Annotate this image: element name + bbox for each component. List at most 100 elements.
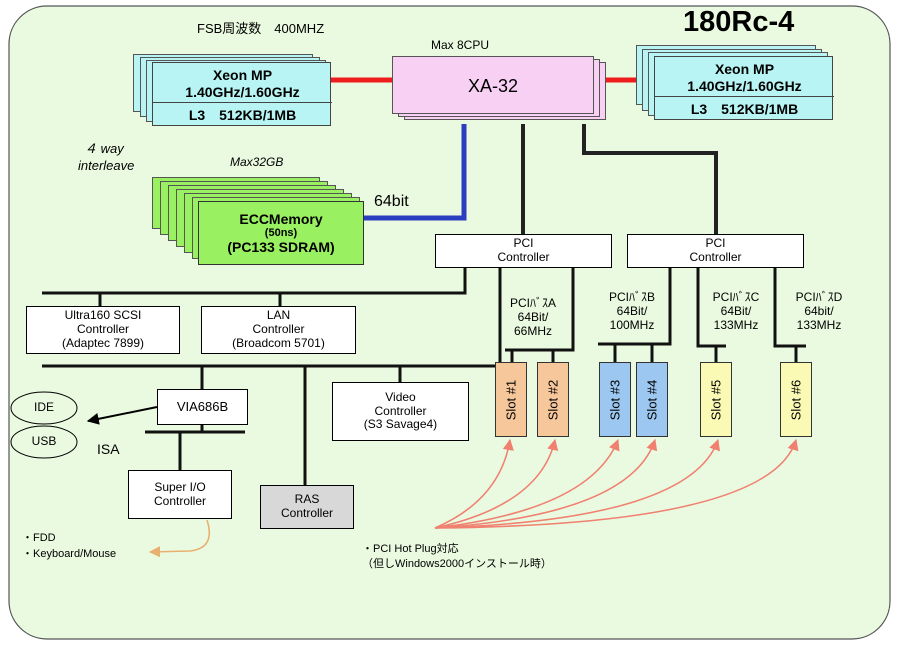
cpu-right-name: Xeon MP <box>714 61 775 78</box>
cpu-right: Xeon MP 1.40GHz/1.60GHz L3 512KB/1MB <box>654 56 834 120</box>
keyboard-arrow <box>148 519 211 558</box>
slot-2-label: Slot #2 <box>545 379 561 420</box>
hotplug-arrow-slot2 <box>434 438 559 529</box>
lan-line-1: LAN <box>266 308 291 323</box>
cpu-left-name: Xeon MP <box>212 67 273 84</box>
bus-b-name: PCIﾊﾞｽB <box>608 290 655 305</box>
max-mem-label: Max32GB <box>230 155 284 169</box>
video-controller: Video Controller (S3 Savage4) <box>332 382 469 441</box>
hotplug-line-1: ・PCI Hot Plug対応 <box>362 543 459 555</box>
cpu-left-cache: L3 512KB/1MB <box>188 106 297 123</box>
cpu-right-freq: 1.40GHz/1.60GHz <box>687 77 802 94</box>
bus-c-name: PCIﾊﾞｽC <box>712 290 760 305</box>
bus-c-width: 64Bit/ <box>720 304 752 319</box>
memory-type: (PC133 SDRAM) <box>227 239 335 256</box>
bus-d-speed: 133MHz <box>796 317 842 332</box>
hotplug-arrow-slot4 <box>434 438 658 529</box>
fdd-note: ・FDD <box>22 532 56 544</box>
bus-b-speed: 100MHz <box>609 317 655 332</box>
bus-b-width: 64Bit/ <box>616 304 648 319</box>
scsi-line-1: Ultra160 SCSI <box>64 308 142 323</box>
pci1-to-scsi-bus <box>42 268 467 295</box>
model-title: 180Rc-4 <box>683 6 795 38</box>
cpu-left: Xeon MP 1.40GHz/1.60GHz L3 512KB/1MB <box>152 62 332 126</box>
video-line-2: Controller <box>374 403 427 418</box>
max-cpu-label: Max 8CPU <box>431 38 490 52</box>
link-xa-pci2 <box>582 124 718 234</box>
interleave-line-1: ４ way <box>84 141 124 156</box>
bus-a-name: PCIﾊﾞｽA <box>509 296 556 311</box>
video-line-3: (S3 Savage4) <box>363 417 438 432</box>
xa32-label: XA-32 <box>467 75 519 96</box>
scsi-line-2: Controller <box>76 322 130 337</box>
keyboard-note: ・Keyboard/Mouse <box>22 548 117 560</box>
pci-slot-2: Slot #2 <box>537 362 569 437</box>
lan-line-2: Controller <box>252 322 305 337</box>
memory-bus-label: 64bit <box>374 193 409 210</box>
ide-label: IDE <box>33 400 54 415</box>
superio-line-2: Controller <box>153 493 207 508</box>
bus-a-speed: 66MHz <box>513 323 552 338</box>
bus-d-name: PCIﾊﾞｽD <box>795 290 843 305</box>
xa32-chipset: XA-32 <box>392 56 594 114</box>
pci-controller-2-line-1: PCI <box>705 236 726 251</box>
pci-slot-1: Slot #1 <box>495 362 527 437</box>
hotplug-arrow-slot6 <box>434 438 799 529</box>
ecc-memory: ECCMemory (50ns) (PC133 SDRAM) <box>198 201 364 265</box>
hotplug-arrow-slot3 <box>434 438 620 529</box>
pci-slot-5: Slot #5 <box>700 362 732 437</box>
cpu-left-freq: 1.40GHz/1.60GHz <box>185 83 300 100</box>
usb-ellipse <box>10 425 78 459</box>
slot-1-label: Slot #1 <box>503 379 519 420</box>
memory-name: ECCMemory <box>239 210 323 227</box>
pci1-to-bus-a <box>505 268 575 352</box>
scsi-line-3: (Adaptec 7899) <box>61 335 145 350</box>
bus-b-label: PCIﾊﾞｽB 64Bit/ 100MHz <box>596 287 668 337</box>
via686b-label: VIA686B <box>176 398 229 414</box>
fsb-label: FSB周波数 400MHZ <box>197 21 325 36</box>
lan-controller: LAN Controller (Broadcom 5701) <box>201 306 356 354</box>
bus-c-label: PCIﾊﾞｽC 64Bit/ 133MHz <box>698 287 774 337</box>
slot-5-label: Slot #5 <box>708 379 724 420</box>
pci-controller-1-line-1: PCI <box>513 236 534 251</box>
pci-slot-3: Slot #3 <box>599 362 631 437</box>
bus-c-speed: 133MHz <box>713 317 759 332</box>
pci-slot-6: Slot #6 <box>780 362 812 437</box>
bus-d-label: PCIﾊﾞｽD 64bit/ 133MHz <box>781 287 857 337</box>
interleave-label: ４ way interleave <box>78 140 134 174</box>
via-to-ide-arrow <box>86 406 158 425</box>
ide-ellipse <box>10 391 78 425</box>
superio-controller: Super I/O Controller <box>128 470 232 519</box>
slot-4-label: Slot #4 <box>644 379 660 420</box>
hotplug-line-2: （但しWindows2000インストール時） <box>362 558 552 570</box>
lan-line-3: (Broadcom 5701) <box>232 335 325 350</box>
slot-6-label: Slot #6 <box>788 379 804 420</box>
interleave-line-2: interleave <box>78 158 135 173</box>
memory-speed: (50ns) <box>264 226 298 239</box>
video-line-1: Video <box>385 389 416 404</box>
pci-controller-2: PCI Controller <box>627 234 804 268</box>
ras-line-2: Controller <box>280 506 334 520</box>
pci-controller-1-line-2: Controller <box>497 250 550 264</box>
bus-a-label: PCIﾊﾞｽA 64Bit/ 66MHz <box>497 293 569 343</box>
pci-controller-2-line-2: Controller <box>689 250 742 264</box>
usb-label: USB <box>31 434 57 449</box>
bus-d-width: 64bit/ <box>804 304 834 319</box>
ras-line-1: RAS <box>294 492 320 507</box>
pci2-to-bus-b <box>598 268 672 346</box>
scsi-controller: Ultra160 SCSI Controller (Adaptec 7899) <box>26 306 180 354</box>
cpu-right-cache: L3 512KB/1MB <box>690 100 799 117</box>
hotplug-arrow-slot5 <box>434 438 720 529</box>
via686b-chip: VIA686B <box>157 389 248 425</box>
hotplug-arrow-slot1 <box>434 438 514 529</box>
bus-a-width: 64Bit/ <box>517 310 549 325</box>
slot-3-label: Slot #3 <box>607 379 623 420</box>
pci-controller-1: PCI Controller <box>435 234 612 268</box>
pci-slot-4: Slot #4 <box>636 362 668 437</box>
memory-bus-line <box>362 124 467 221</box>
isa-label: ISA <box>97 441 120 457</box>
superio-line-1: Super I/O <box>154 479 206 494</box>
hotplug-note: ・PCI Hot Plug対応 （但しWindows2000インストール時） <box>362 542 552 572</box>
ras-controller: RAS Controller <box>260 485 354 529</box>
